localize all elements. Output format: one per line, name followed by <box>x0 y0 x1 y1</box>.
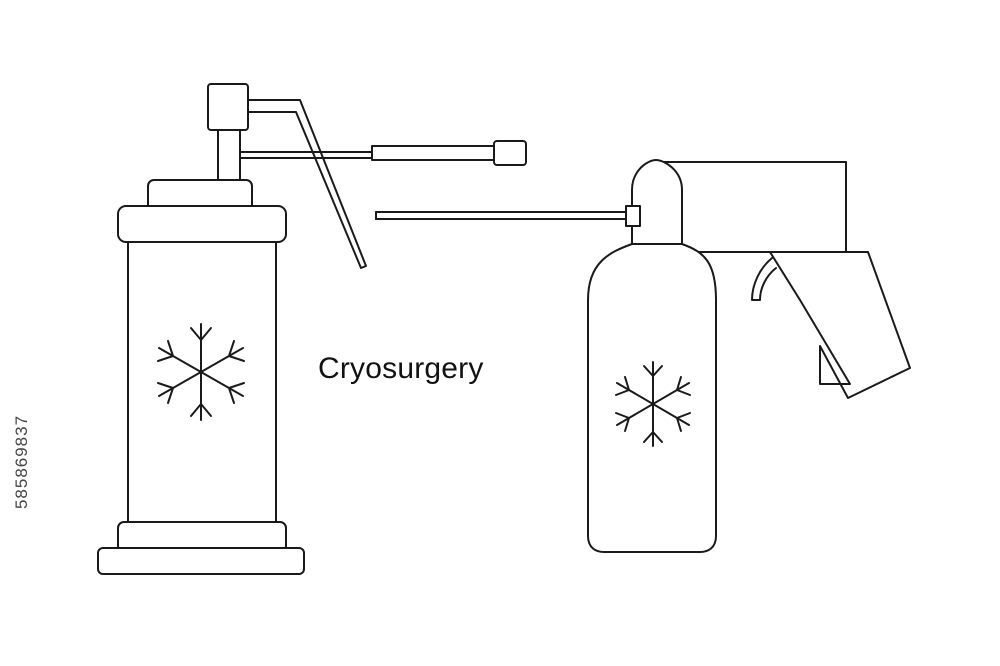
nozzle-fitting <box>625 205 641 227</box>
canister-base <box>97 547 305 575</box>
cryo-spray-gun-device <box>375 159 911 553</box>
caption-text: Cryosurgery <box>318 352 484 385</box>
valve-stem <box>217 129 241 183</box>
canister-lid <box>117 205 287 243</box>
trigger-lever <box>247 99 367 269</box>
snowflake-icon <box>157 323 245 421</box>
snowflake-icon <box>615 361 691 447</box>
valve-cap <box>207 83 249 131</box>
nozzle-sleeve <box>371 145 495 161</box>
spray-trigger <box>751 257 777 301</box>
pistol-grip <box>769 251 911 399</box>
nozzle-tip <box>493 140 527 166</box>
cryo-canister-device <box>97 83 527 575</box>
gun-head <box>659 161 847 253</box>
watermark-id-text: 585869837 <box>12 414 31 510</box>
